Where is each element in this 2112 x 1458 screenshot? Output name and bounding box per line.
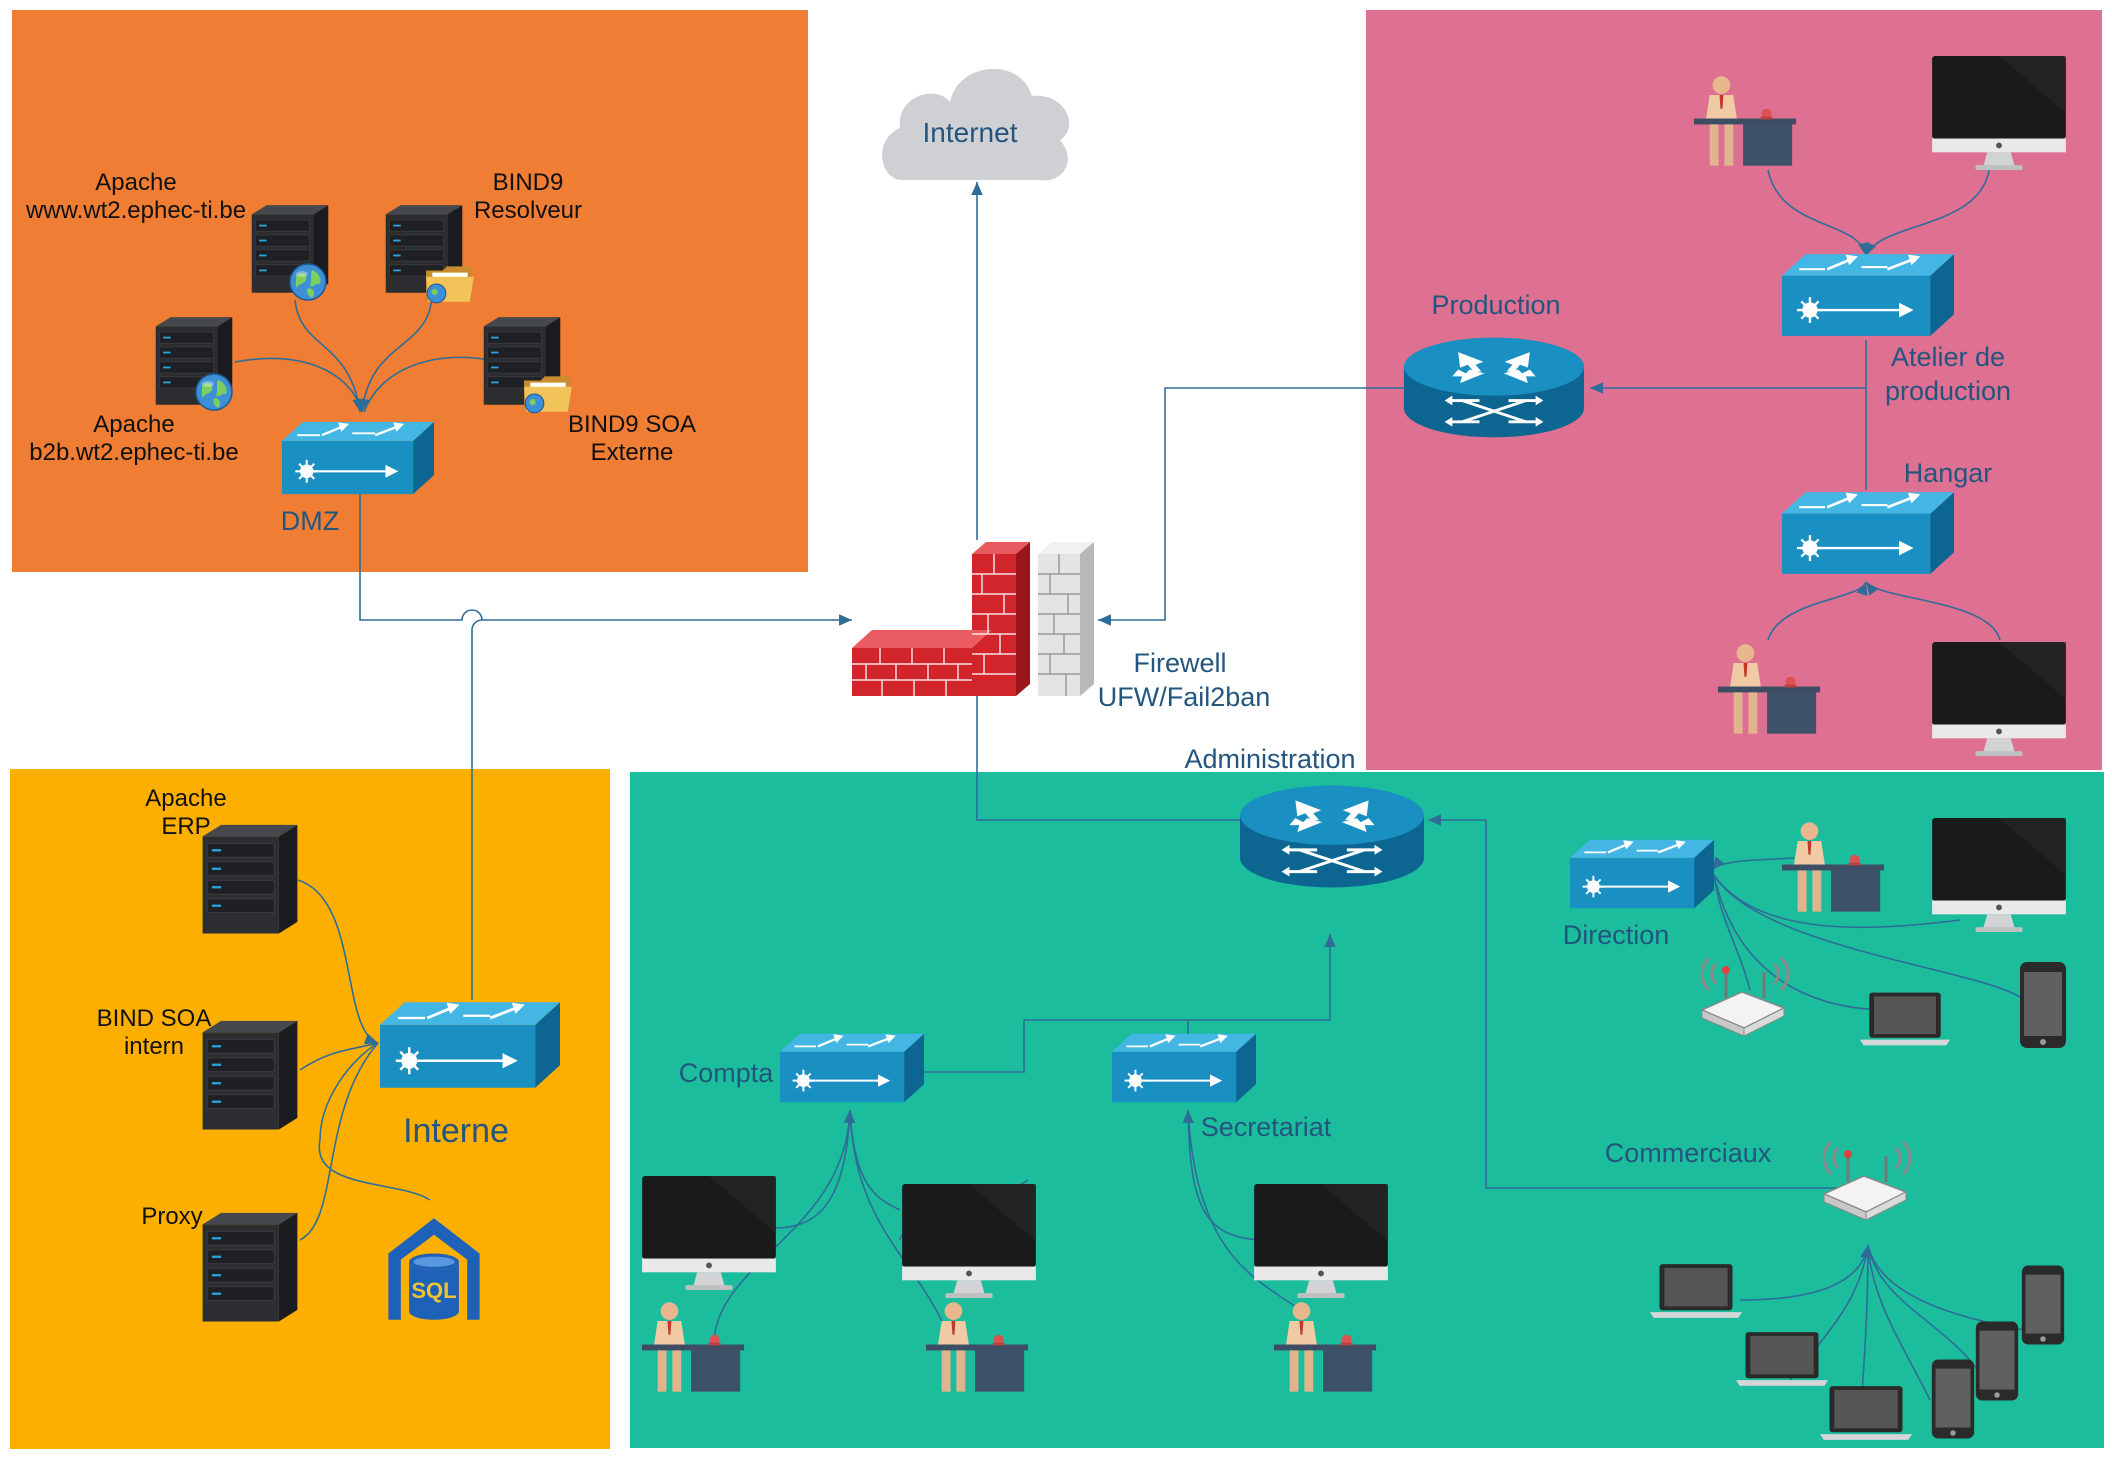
firewall-label-line2: UFW/Fail2ban <box>1098 682 1271 712</box>
production-label: Production <box>1431 290 1560 320</box>
administration-router-icon <box>1238 784 1426 889</box>
bind-soa-intern-server-icon <box>202 1020 298 1131</box>
compta-label: Compta <box>679 1058 775 1088</box>
internet-cloud: Internet <box>882 68 1070 181</box>
internal-zone <box>10 769 610 1449</box>
apache-erp-label-line2: ERP <box>161 813 210 840</box>
dmz-switch-icon <box>282 420 434 496</box>
bind-soa-intern-label-line1: BIND SOA <box>97 1005 212 1032</box>
hangar-label: Hangar <box>1904 458 1993 488</box>
secretariat-switch-icon <box>1112 1032 1256 1104</box>
laptop-icon <box>1819 1386 1913 1440</box>
atelier-switch-icon <box>1782 252 1954 338</box>
firewall-label-line1: Firewell <box>1133 648 1226 678</box>
apache-erp-label-line1: Apache <box>145 785 226 812</box>
commerciaux-label: Commerciaux <box>1605 1138 1772 1168</box>
compta-switch-icon <box>780 1032 924 1104</box>
direction-switch-icon <box>1570 838 1714 910</box>
links <box>234 159 2025 1421</box>
apache-www-label-line2: www.wt2.ephec-ti.be <box>25 197 246 224</box>
interne-switch-icon <box>380 1000 560 1090</box>
smartphone-icon <box>2021 1265 2065 1345</box>
administration-label: Administration <box>1184 744 1355 774</box>
bind9-resolver-label-line2: Resolveur <box>474 197 582 224</box>
smartphone-icon <box>2020 962 2066 1048</box>
dmz-label: DMZ <box>281 506 339 536</box>
proxy-label: Proxy <box>141 1203 202 1230</box>
folder-icon <box>425 265 475 304</box>
interne-label: Interne <box>403 1112 509 1150</box>
globe-icon <box>289 263 327 301</box>
production-router-icon <box>1402 336 1586 439</box>
laptop-icon <box>1859 992 1951 1046</box>
apache-www-label-line1: Apache <box>95 169 176 196</box>
folder-icon <box>523 375 573 414</box>
bind9-soa-label-line2: Externe <box>591 439 674 466</box>
apache-b2b-label-line1: Apache <box>93 411 174 438</box>
firewall-icon <box>851 541 1095 697</box>
apache-erp-server-icon <box>202 824 298 935</box>
bind-soa-intern-label-line2: intern <box>124 1033 184 1060</box>
atelier-label-line2: production <box>1885 376 2011 406</box>
laptop-icon <box>1735 1332 1829 1386</box>
smartphone-icon <box>1975 1321 2019 1401</box>
apache-b2b-label-line2: b2b.wt2.ephec-ti.be <box>29 439 238 466</box>
globe-icon <box>195 373 233 411</box>
sql-label: SQL <box>411 1278 456 1303</box>
hangar-switch-icon <box>1782 490 1954 576</box>
proxy-server-icon <box>202 1212 298 1323</box>
atelier-label-line1: Atelier de <box>1891 342 2005 372</box>
laptop-icon <box>1649 1264 1743 1318</box>
bind9-resolver-label-line1: BIND9 <box>493 169 564 196</box>
direction-label: Direction <box>1563 920 1670 950</box>
smartphone-icon <box>1931 1359 1975 1439</box>
internet-label: Internet <box>923 117 1018 148</box>
bind9-soa-label-line1: BIND9 SOA <box>568 411 696 438</box>
secretariat-label: Secretariat <box>1201 1112 1332 1142</box>
